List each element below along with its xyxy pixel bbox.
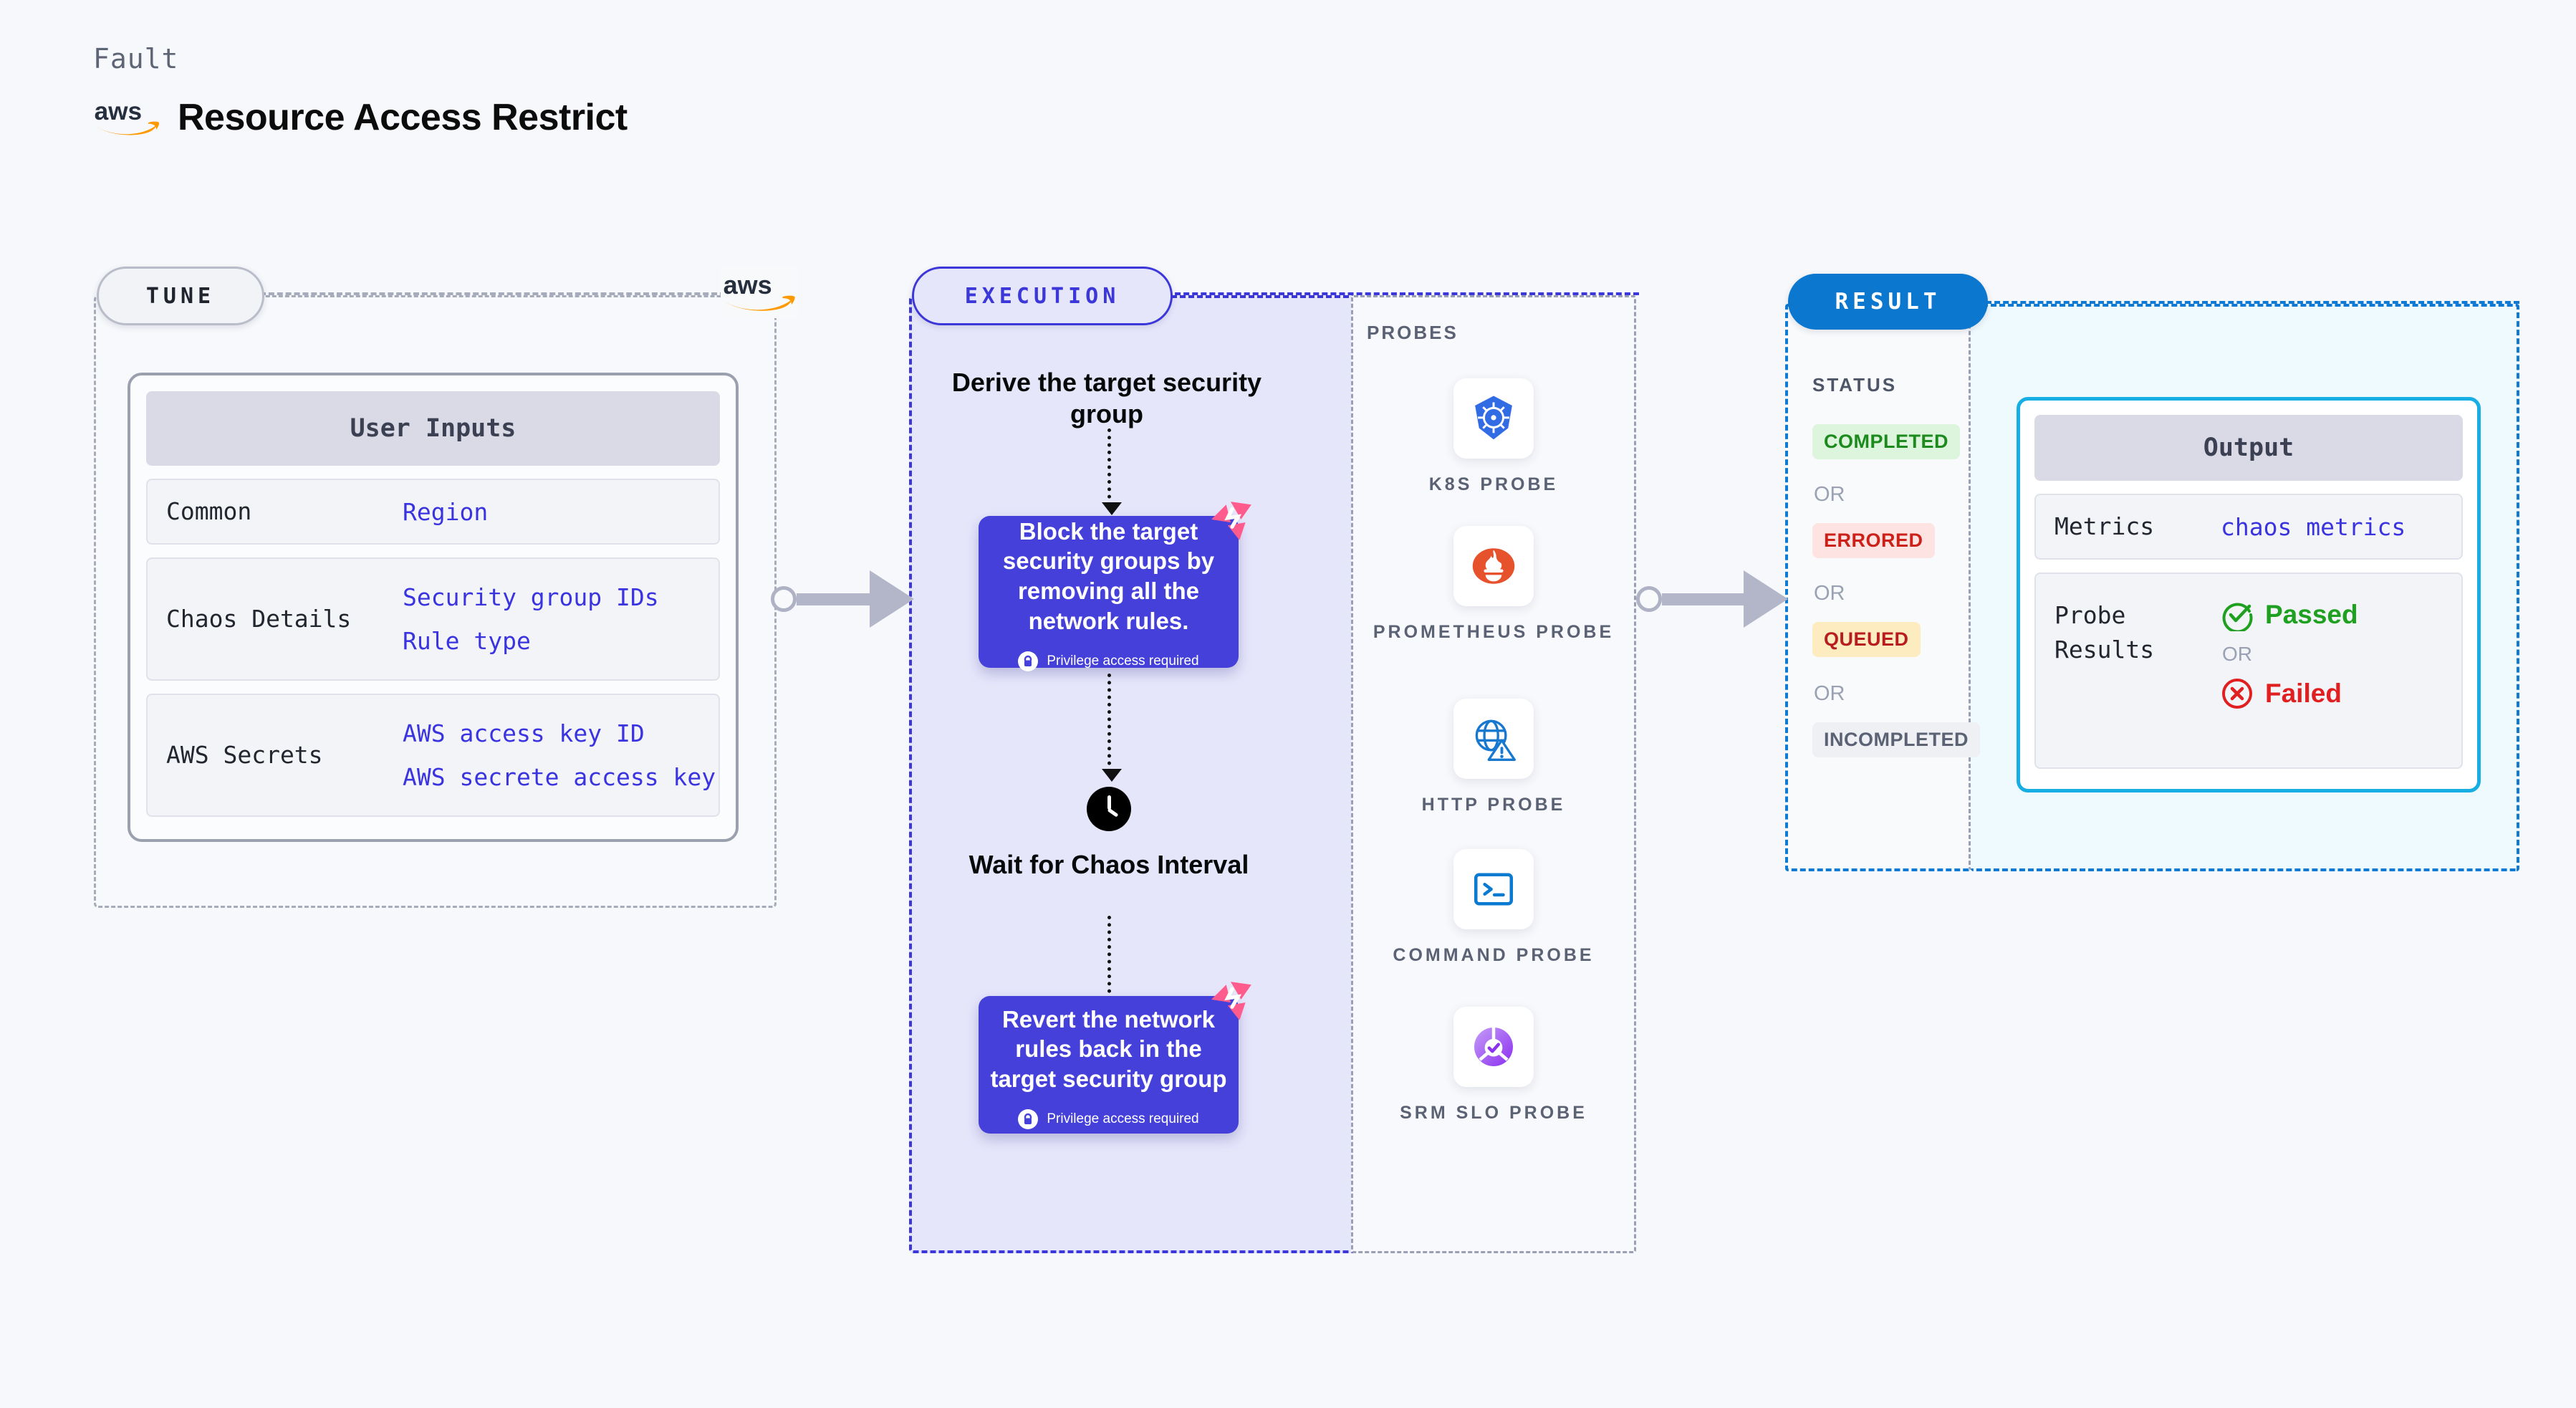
result-pill-label[interactable]: RESULT bbox=[1788, 274, 1988, 330]
input-row-common: Common Region bbox=[146, 479, 720, 545]
probe-result-failed: Failed bbox=[2221, 677, 2358, 710]
input-row-key: Common bbox=[166, 497, 252, 526]
probe-failed-label: Failed bbox=[2265, 679, 2342, 708]
tune-connector-dash bbox=[260, 292, 726, 295]
page-header: Fault aws Resource Access Restrict bbox=[93, 43, 628, 139]
probe-command[interactable]: COMMAND PROBE bbox=[1351, 849, 1636, 968]
svg-text:aws: aws bbox=[95, 97, 143, 125]
aws-corner-logo-icon: aws bbox=[721, 267, 798, 318]
user-inputs-title: User Inputs bbox=[146, 391, 720, 466]
terminal-icon bbox=[1453, 849, 1534, 929]
input-value[interactable]: Rule type bbox=[403, 627, 531, 655]
execution-connector-dash bbox=[1166, 292, 1639, 295]
flow-arrow-2 bbox=[1102, 674, 1122, 782]
probe-passed-label: Passed bbox=[2265, 600, 2358, 629]
harness-chaos-icon bbox=[1211, 982, 1251, 1020]
prometheus-icon bbox=[1453, 526, 1534, 606]
probe-label: HTTP PROBE bbox=[1421, 795, 1566, 815]
input-row-aws-secrets: AWS Secrets AWS access key ID AWS secret… bbox=[146, 694, 720, 817]
lock-icon bbox=[1018, 651, 1039, 672]
probe-label: COMMAND PROBE bbox=[1393, 945, 1595, 965]
page-title: Resource Access Restrict bbox=[178, 97, 628, 138]
input-row-chaos-details: Chaos Details Security group IDs Rule ty… bbox=[146, 557, 720, 681]
fault-label: Fault bbox=[93, 43, 179, 75]
http-globe-warning-icon bbox=[1453, 699, 1534, 779]
connector-execution-to-result bbox=[1636, 570, 1788, 628]
connector-bar bbox=[1662, 593, 1745, 605]
probe-label: K8S PROBE bbox=[1428, 474, 1559, 494]
output-row-metrics: Metrics chaos metrics bbox=[2034, 494, 2463, 560]
input-value[interactable]: AWS secrete access key bbox=[403, 763, 716, 791]
srm-slo-icon bbox=[1453, 1007, 1534, 1087]
output-row-key: Metrics bbox=[2054, 512, 2155, 541]
status-badge-errored: ERRORED bbox=[1812, 523, 1935, 558]
result-connector-dash bbox=[1986, 301, 2519, 304]
harness-chaos-icon bbox=[1211, 502, 1251, 540]
privilege-note-text: Privilege access required bbox=[1047, 1111, 1199, 1127]
privilege-note: Privilege access required bbox=[1018, 651, 1199, 672]
x-circle-icon bbox=[2222, 679, 2252, 709]
flow-arrow-1 bbox=[1102, 428, 1122, 515]
or-separator: OR bbox=[2222, 643, 2252, 665]
output-card-title: Output bbox=[2034, 415, 2463, 481]
execution-step-text: Block the target security groups by remo… bbox=[1002, 517, 1215, 634]
privilege-note: Privilege access required bbox=[1018, 1109, 1199, 1130]
wait-label: Wait for Chaos Interval bbox=[969, 850, 1249, 879]
connector-dot bbox=[771, 586, 797, 612]
privilege-note-text: Privilege access required bbox=[1047, 653, 1199, 669]
status-badge-incompleted: INCOMPLETED bbox=[1812, 722, 1981, 757]
connector-arrowhead bbox=[1744, 570, 1788, 628]
aws-logo-icon: aws bbox=[95, 97, 160, 135]
input-row-key: AWS Secrets bbox=[166, 741, 323, 770]
probe-label: PROMETHEUS PROBE bbox=[1373, 622, 1615, 642]
execution-step-block[interactable]: Block the target security groups by remo… bbox=[979, 502, 1251, 672]
clock-icon bbox=[1087, 787, 1131, 831]
probe-prometheus[interactable]: PROMETHEUS PROBE bbox=[1351, 526, 1636, 645]
lock-icon bbox=[1018, 1109, 1039, 1130]
connector-bar bbox=[797, 593, 871, 605]
kubernetes-icon bbox=[1453, 378, 1534, 459]
connector-tune-to-execution bbox=[771, 570, 914, 628]
input-row-values: AWS access key ID AWS secrete access key bbox=[403, 719, 716, 791]
connector-dot bbox=[1636, 586, 1662, 612]
user-inputs-card: User Inputs Common Region Chaos Details … bbox=[128, 373, 739, 842]
output-metrics-value[interactable]: chaos metrics bbox=[2221, 512, 2406, 541]
output-card: Output Metrics chaos metrics Probe Resul… bbox=[2017, 397, 2481, 792]
probe-label: SRM SLO PROBE bbox=[1400, 1103, 1587, 1123]
input-row-key: Chaos Details bbox=[166, 605, 352, 633]
probes-title: PROBES bbox=[1367, 322, 1458, 343]
execution-start-label: Derive the target security group bbox=[951, 368, 1262, 428]
tune-pill-label[interactable]: TUNE bbox=[97, 267, 264, 325]
execution-step-text: Revert the network rules back in the tar… bbox=[990, 1005, 1227, 1092]
or-separator: OR bbox=[1814, 682, 1845, 705]
or-separator: OR bbox=[1814, 483, 1845, 506]
input-value[interactable]: Region bbox=[403, 497, 489, 526]
probe-http[interactable]: HTTP PROBE bbox=[1351, 699, 1636, 818]
status-title: STATUS bbox=[1812, 374, 1898, 396]
output-row-probe-results: Probe Results Passed OR Failed bbox=[2034, 573, 2463, 769]
connector-arrowhead bbox=[870, 570, 914, 628]
svg-text:aws: aws bbox=[724, 270, 772, 300]
or-separator: OR bbox=[1814, 582, 1845, 605]
status-badge-queued: QUEUED bbox=[1812, 622, 1921, 657]
input-value[interactable]: AWS access key ID bbox=[403, 719, 645, 747]
execution-step-revert[interactable]: Revert the network rules back in the tar… bbox=[979, 982, 1251, 1134]
flow-arrow-3 bbox=[1102, 916, 1122, 1010]
probe-result-passed: Passed bbox=[2221, 598, 2358, 631]
probe-srm-slo[interactable]: SRM SLO PROBE bbox=[1351, 1007, 1636, 1126]
output-row-key: Probe Results bbox=[2054, 601, 2155, 664]
status-panel bbox=[1785, 304, 1971, 871]
title-row: aws Resource Access Restrict bbox=[93, 96, 628, 139]
input-row-values: Region bbox=[403, 498, 488, 526]
status-badge-completed: COMPLETED bbox=[1812, 424, 1961, 459]
input-row-values: Security group IDs Rule type bbox=[403, 583, 659, 655]
input-value[interactable]: Security group IDs bbox=[403, 583, 659, 611]
probe-k8s[interactable]: K8S PROBE bbox=[1351, 378, 1636, 497]
execution-pill-label[interactable]: EXECUTION bbox=[912, 267, 1173, 325]
check-circle-icon bbox=[2222, 603, 2253, 631]
